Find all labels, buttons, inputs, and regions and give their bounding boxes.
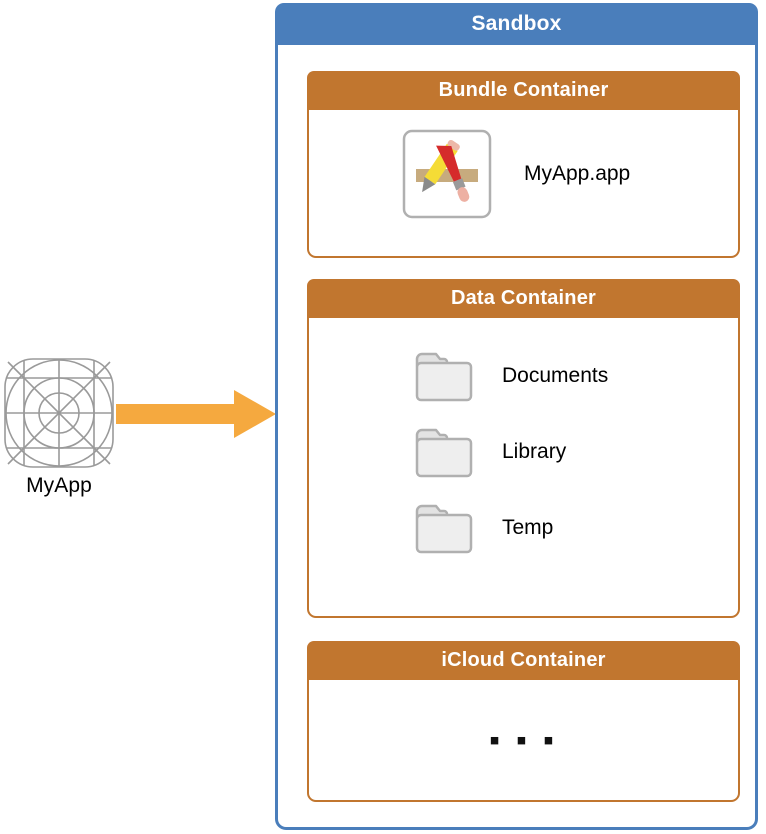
sandbox-title: Sandbox <box>471 12 562 35</box>
data-container-header: Data Container <box>307 279 740 318</box>
arrow-right-icon <box>116 390 276 438</box>
sandbox-panel: Sandbox Bundle Container <box>275 3 758 830</box>
icloud-container-body: ▪ ▪ ▪ <box>309 680 738 800</box>
list-item[interactable]: MyApp.app <box>402 126 630 222</box>
list-item[interactable]: Library <box>414 422 566 482</box>
app-node: MyApp <box>2 356 116 506</box>
list-item[interactable]: Temp <box>414 498 553 558</box>
data-container-body: Documents Library Temp <box>309 318 738 616</box>
icloud-container-header: iCloud Container <box>307 641 740 680</box>
list-item-label: Documents <box>502 364 609 387</box>
list-item-label: MyApp.app <box>524 162 631 185</box>
bundle-container-header: Bundle Container <box>307 71 740 110</box>
bundle-container-title: Bundle Container <box>438 79 609 101</box>
ellipsis-placeholder: ▪ ▪ ▪ <box>489 724 558 757</box>
folder-icon <box>415 504 473 553</box>
icloud-container-title: iCloud Container <box>441 649 606 671</box>
list-item-label: Library <box>502 440 567 463</box>
bundle-container-body: MyApp.app <box>309 110 738 256</box>
app-grid-template-icon <box>4 358 114 468</box>
folder-icon <box>415 428 473 477</box>
list-item[interactable]: Documents <box>414 346 608 406</box>
data-container-title: Data Container <box>450 287 597 309</box>
icloud-container: iCloud Container ▪ ▪ ▪ <box>307 641 740 802</box>
app-node-label: MyApp <box>26 474 92 497</box>
list-item-label: Temp <box>502 516 554 539</box>
bundle-container: Bundle Container <box>307 71 740 258</box>
folder-icon <box>415 352 473 401</box>
data-container: Data Container Documents Library <box>307 279 740 618</box>
sandbox-header: Sandbox <box>275 3 758 45</box>
xcode-app-icon <box>402 129 492 219</box>
